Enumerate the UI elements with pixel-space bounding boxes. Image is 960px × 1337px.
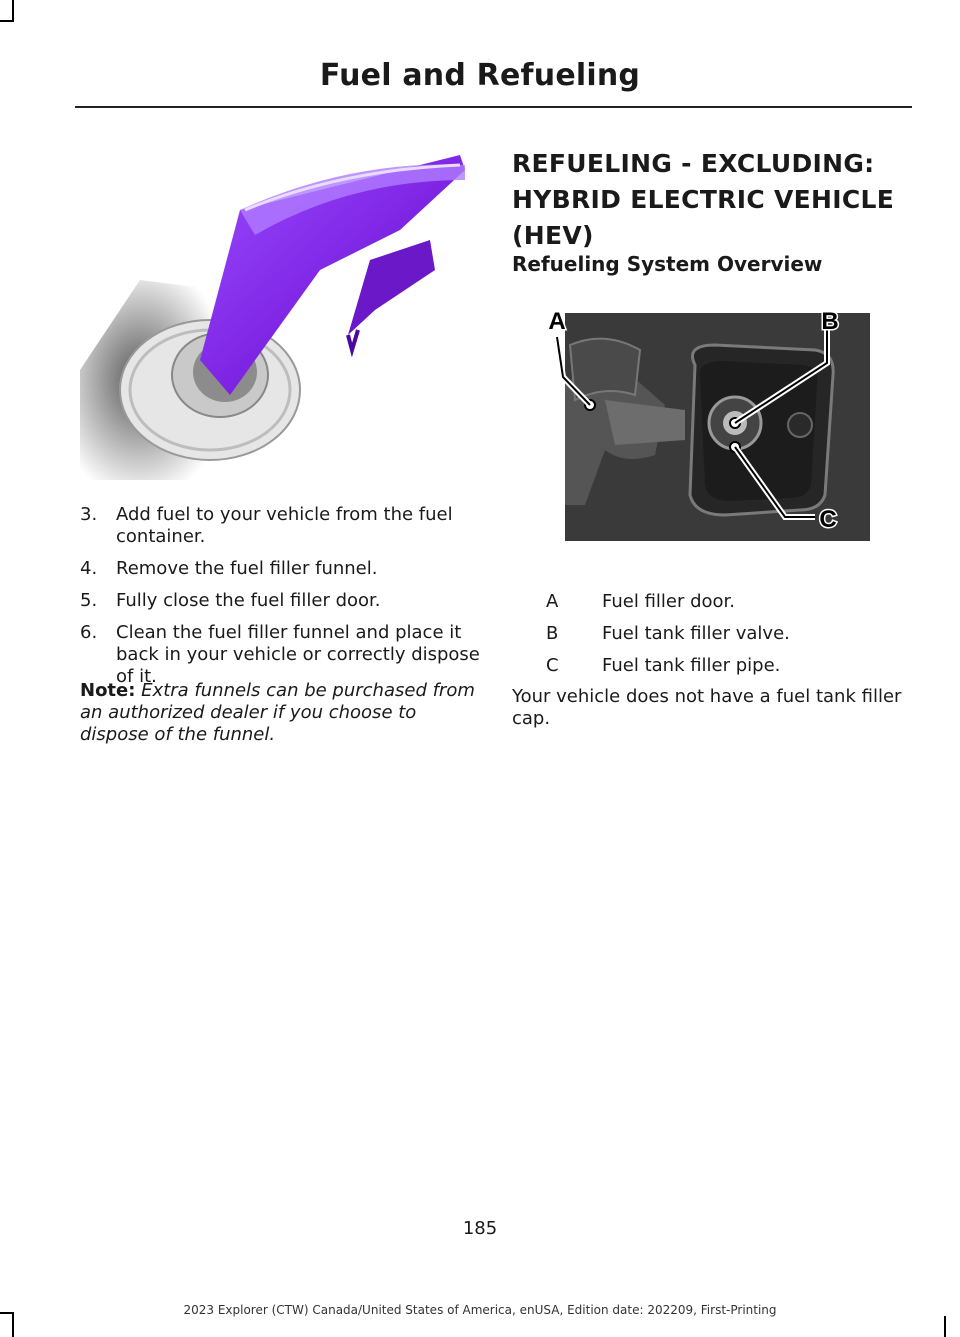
legend-key: B <box>546 622 559 644</box>
legend-row: A Fuel filler door. <box>546 585 906 617</box>
step-number: 5. <box>80 590 98 611</box>
section-heading: REFUELING - EXCLUDING: HYBRID ELECTRIC V… <box>512 146 912 254</box>
no-filler-cap-paragraph: Your vehicle does not have a fuel tank f… <box>512 686 902 729</box>
heading-line: HYBRID ELECTRIC VEHICLE <box>512 185 895 214</box>
legend-key: A <box>546 590 559 612</box>
legend-key: C <box>546 654 559 676</box>
list-item: 4. Remove the fuel filler funnel. <box>80 558 480 580</box>
step-text: Add fuel to your vehicle from the fuel c… <box>116 504 453 547</box>
callout-b: B <box>821 308 838 335</box>
crop-mark-bl-h <box>0 1312 14 1314</box>
step-text: Clean the fuel filler funnel and place i… <box>116 622 480 687</box>
refuel-steps-list: 3. Add fuel to your vehicle from the fue… <box>80 504 480 698</box>
crop-mark-bl-v <box>12 1312 14 1337</box>
callout-legend: A Fuel filler door. B Fuel tank filler v… <box>546 585 906 681</box>
crop-mark-tl-v <box>12 0 14 22</box>
legend-text: Fuel tank filler valve. <box>602 622 790 644</box>
crop-mark-br-v <box>944 1316 946 1337</box>
funnel-note: Note: Extra funnels can be purchased fro… <box>80 680 480 746</box>
subheading: Refueling System Overview <box>512 252 823 276</box>
page-number: 185 <box>462 1218 498 1239</box>
step-text: Fully close the fuel filler door. <box>116 590 381 611</box>
list-item: 5. Fully close the fuel filler door. <box>80 590 480 612</box>
legend-row: B Fuel tank filler valve. <box>546 617 906 649</box>
callout-c: C <box>819 506 836 533</box>
step-number: 4. <box>80 558 98 579</box>
legend-text: Fuel filler door. <box>602 590 736 612</box>
step-number: 6. <box>80 622 98 643</box>
note-text: Extra funnels can be purchased from an a… <box>80 680 475 745</box>
legend-text: Fuel tank filler pipe. <box>602 654 781 676</box>
list-item: 3. Add fuel to your vehicle from the fue… <box>80 504 480 548</box>
list-item: 6. Clean the fuel filler funnel and plac… <box>80 622 480 688</box>
funnel-illustration <box>80 155 465 480</box>
callout-a: A <box>548 308 565 335</box>
header-divider <box>75 106 912 108</box>
refueling-system-photo: A B C <box>547 307 870 541</box>
heading-line: REFUELING - EXCLUDING: <box>512 149 875 178</box>
note-label: Note: <box>80 680 136 701</box>
page-section-title: Fuel and Refueling <box>319 58 641 93</box>
edition-footer: 2023 Explorer (CTW) Canada/United States… <box>183 1303 777 1317</box>
legend-row: C Fuel tank filler pipe. <box>546 649 906 681</box>
crop-mark-tl-h <box>0 20 14 22</box>
step-number: 3. <box>80 504 98 525</box>
step-text: Remove the fuel filler funnel. <box>116 558 378 579</box>
heading-line: (HEV) <box>512 221 594 250</box>
